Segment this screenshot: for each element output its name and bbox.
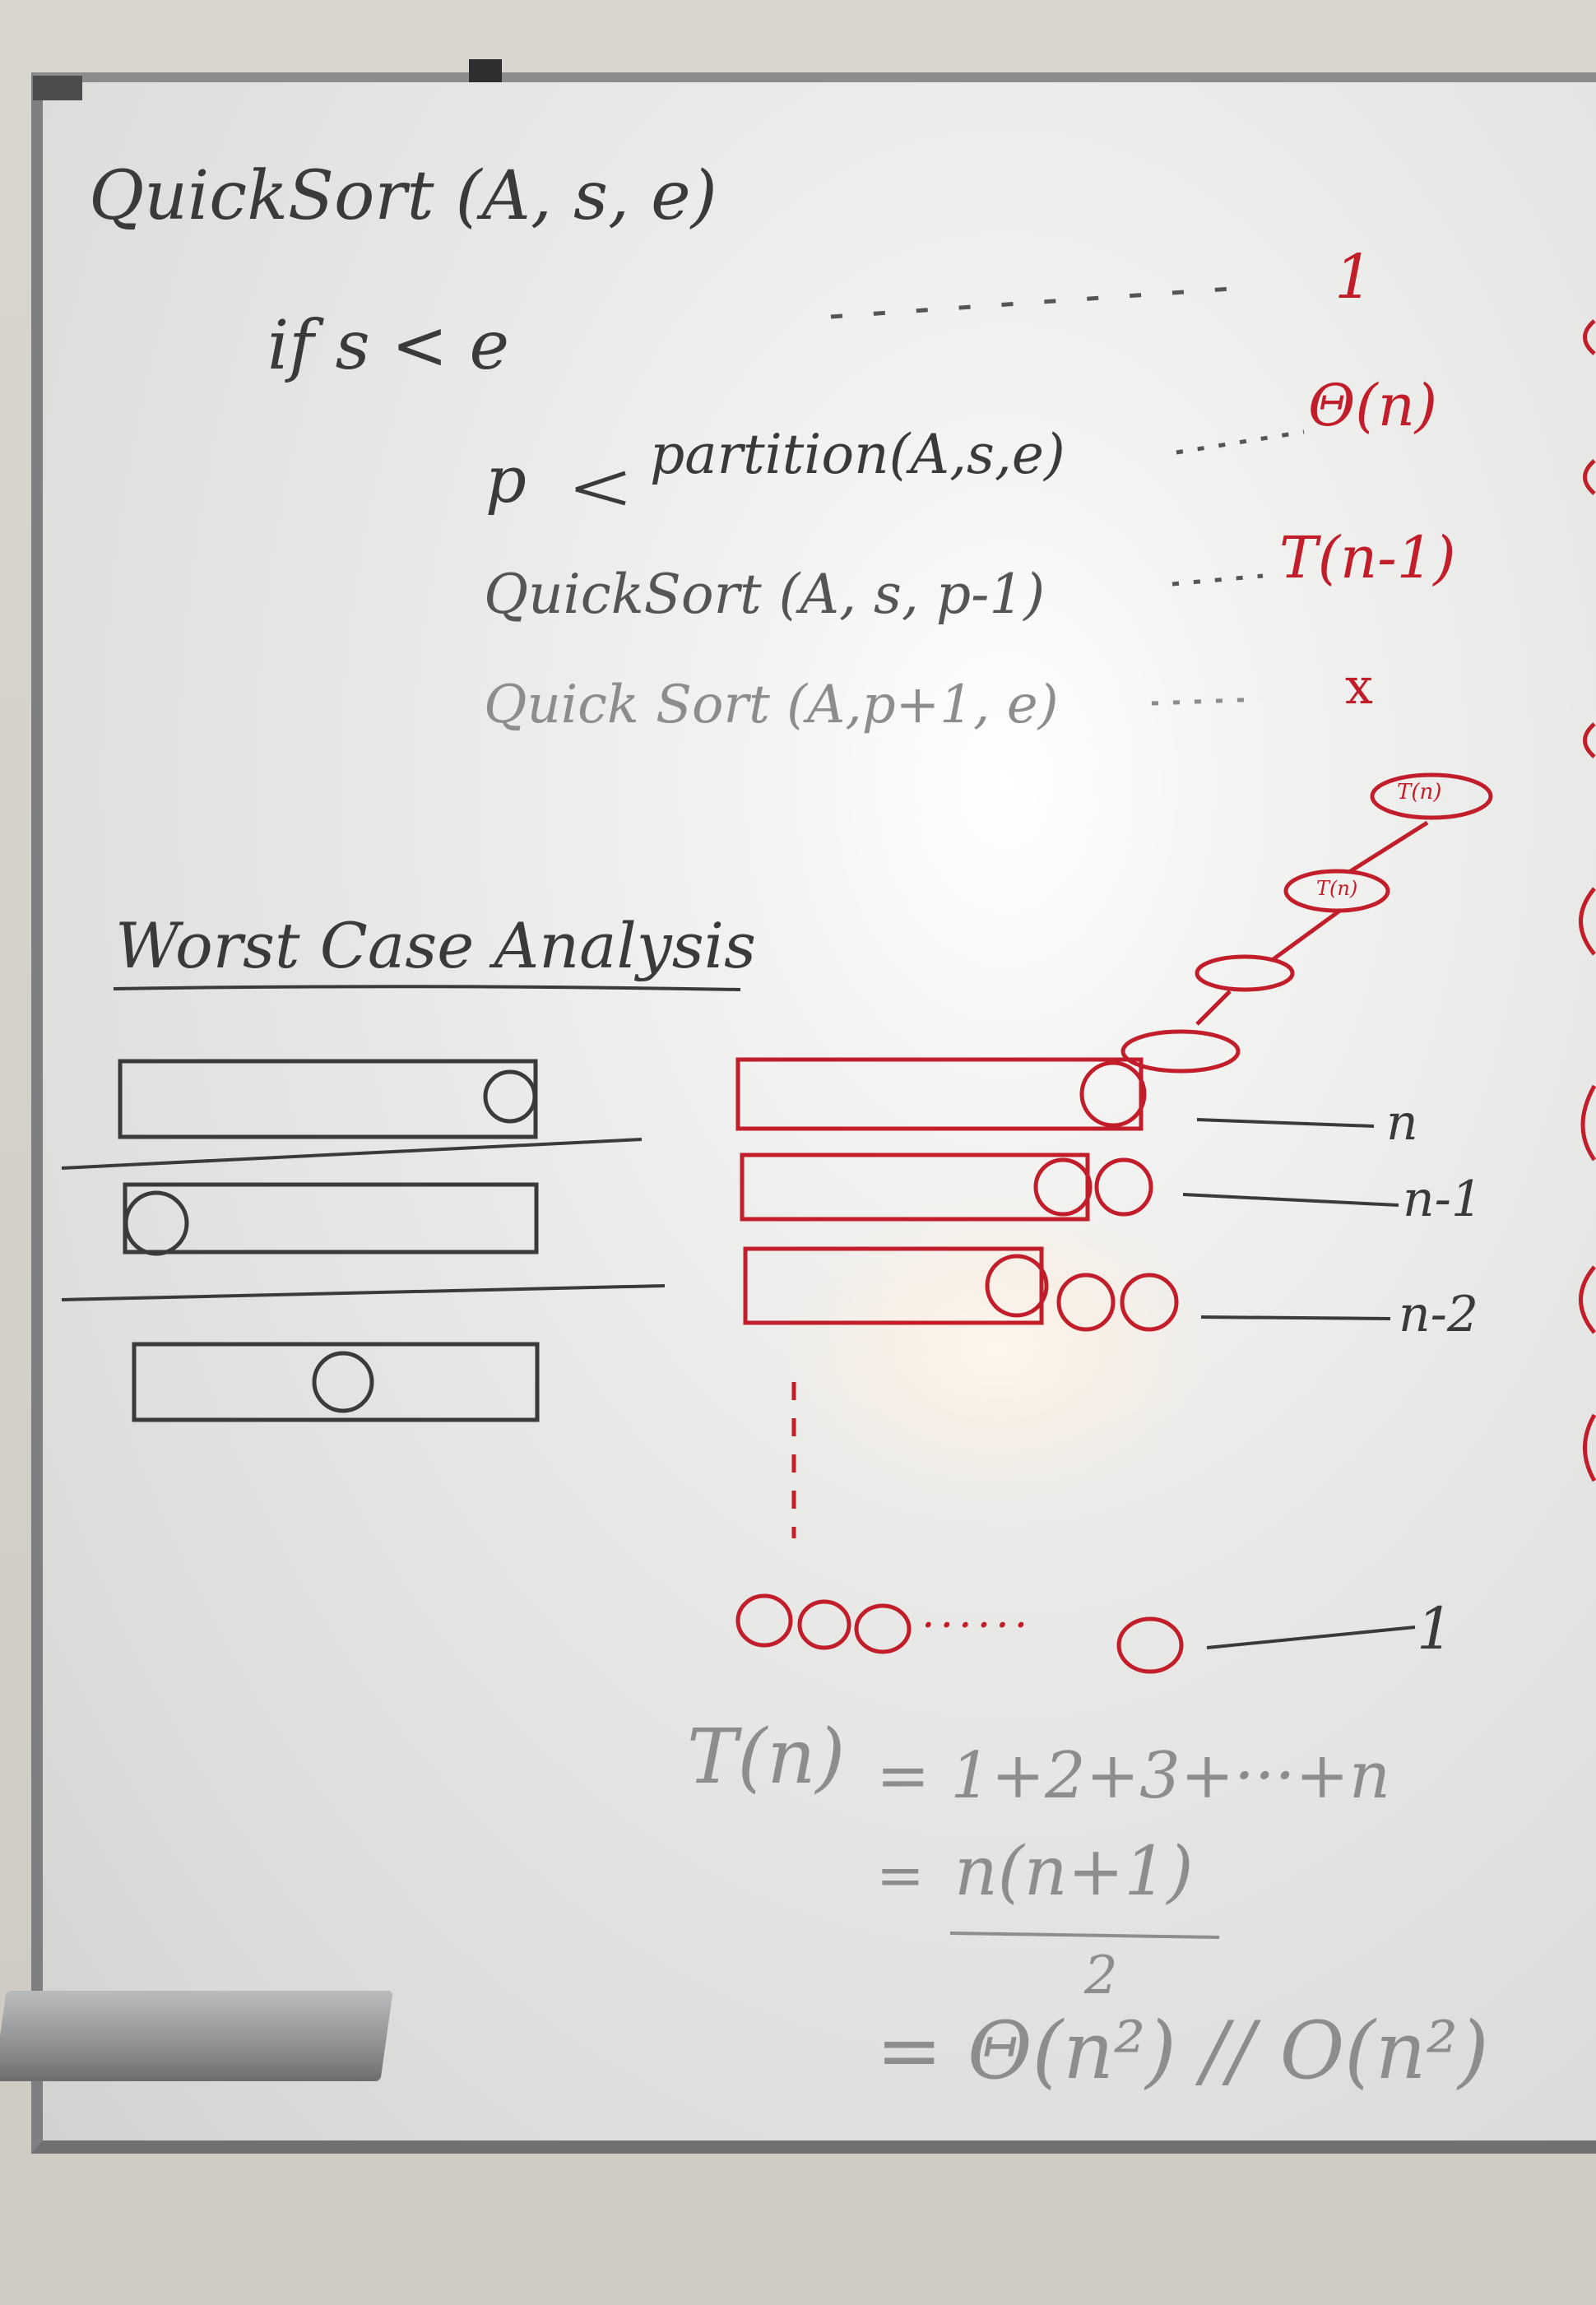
level-n: n	[1386, 1094, 1418, 1152]
tree-node-third	[1195, 954, 1295, 992]
edge-marks	[1579, 319, 1596, 1482]
tree-node-top	[1370, 772, 1493, 820]
level-n-1: n-1	[1403, 1171, 1483, 1228]
assign-arrow	[575, 471, 626, 506]
title-underline	[113, 985, 741, 991]
pivot-circle-right	[483, 1069, 537, 1124]
tree-top-label: T(n)	[1397, 780, 1442, 805]
red-done-3a	[1056, 1273, 1116, 1332]
tree-edges	[1195, 820, 1429, 1026]
divider-2	[61, 1284, 666, 1301]
array-pivot-middle	[132, 1342, 540, 1422]
level-line-1	[1206, 1626, 1416, 1649]
red-array-3	[743, 1246, 1044, 1325]
red-done-3b	[1120, 1273, 1179, 1332]
leader-call-left	[1171, 573, 1264, 587]
level-line-n-2	[1200, 1315, 1391, 1320]
red-pivot-2	[1033, 1157, 1093, 1217]
level-line-n-1	[1182, 1193, 1399, 1207]
cost-call-left: T(n-1)	[1279, 524, 1456, 591]
leader-condition	[830, 285, 1243, 319]
leaf-1	[735, 1593, 793, 1648]
red-pivot-1	[1079, 1060, 1147, 1128]
array-pivot-right	[118, 1059, 538, 1139]
red-array-2	[740, 1152, 1090, 1222]
formula-lhs: T(n)	[687, 1713, 846, 1801]
formula-line3: = Θ(n²) // O(n²)	[876, 2005, 1489, 2097]
analysis-title: Worst Case Analysis	[115, 909, 757, 982]
red-array-1	[735, 1057, 1144, 1131]
code-header: QuickSort (A, s, e)	[89, 157, 717, 235]
formula-line1: = 1+2+3+···+n	[876, 1739, 1391, 1813]
tree-second-label: T(n)	[1316, 877, 1358, 900]
pivot-circle-left	[123, 1190, 189, 1256]
level-line-n	[1196, 1118, 1375, 1128]
code-partition: partition(A,s,e)	[650, 423, 1065, 486]
leader-partition	[1176, 429, 1305, 455]
tree-node-fourth	[1120, 1029, 1241, 1074]
level-n-2: n-2	[1399, 1286, 1479, 1343]
board-corner	[33, 76, 82, 100]
board-clip	[469, 59, 502, 82]
code-condition: if s < e	[267, 307, 510, 385]
pivot-circle-middle	[312, 1351, 374, 1413]
formula-numerator: n(n+1)	[954, 1833, 1194, 1911]
code-call-right: Quick Sort (A,p+1, e)	[484, 675, 1059, 735]
formula-denominator: 2	[1084, 1946, 1118, 2006]
leaf-3	[854, 1603, 912, 1654]
fraction-bar	[949, 1932, 1220, 1939]
divider-1	[61, 1138, 643, 1170]
cost-condition: 1	[1334, 242, 1374, 313]
cost-call-right: x	[1345, 658, 1373, 716]
cost-partition: Θ(n)	[1308, 372, 1438, 439]
assign-var: p	[485, 443, 527, 517]
leaf-last	[1116, 1616, 1184, 1674]
formula-eq2: =	[876, 1842, 925, 1909]
code-call-left: QuickSort (A, s, p-1)	[484, 563, 1046, 626]
leaf-2	[797, 1599, 851, 1650]
red-done-2	[1094, 1157, 1153, 1217]
leader-call-right	[1151, 697, 1260, 706]
leaf-dots: ......	[921, 1588, 1033, 1638]
red-pivot-3	[985, 1254, 1049, 1318]
level-last: 1	[1417, 1595, 1454, 1663]
